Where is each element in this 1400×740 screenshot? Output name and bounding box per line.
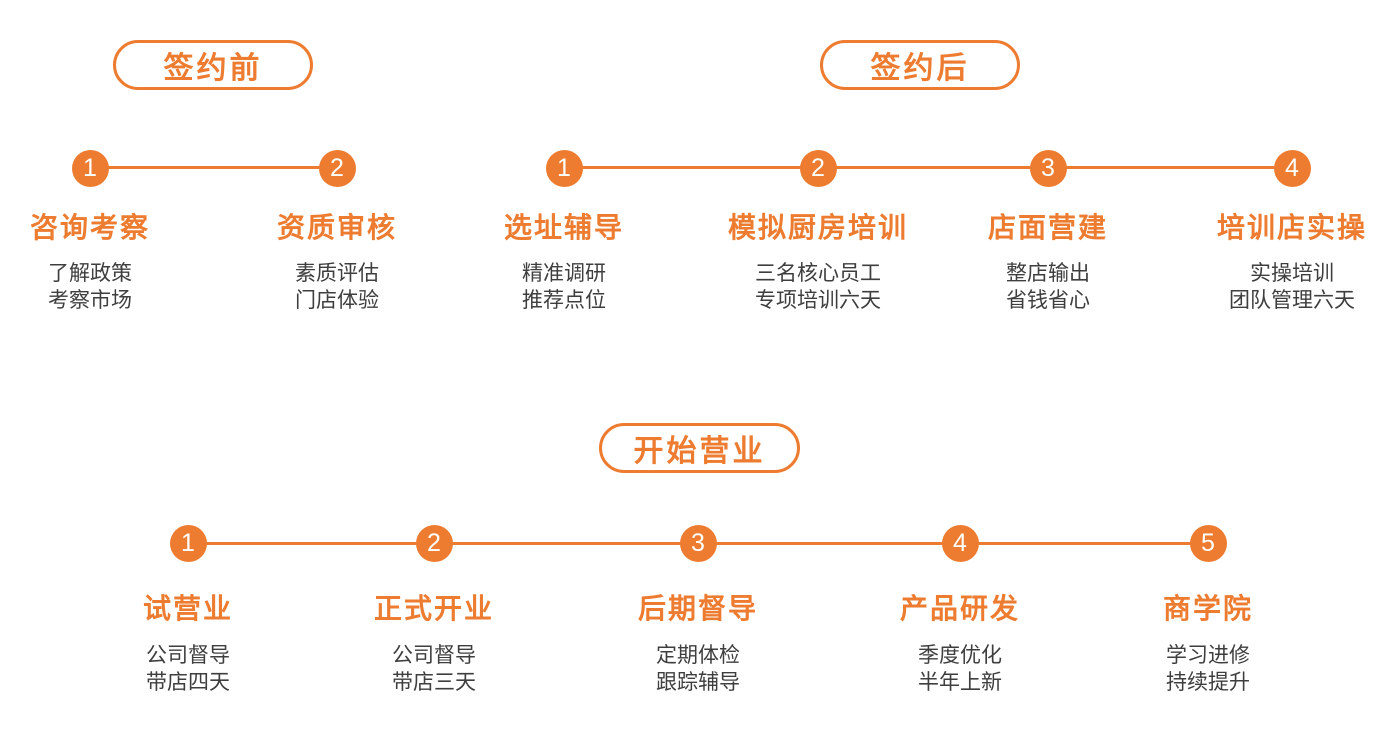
step-description-line: 半年上新	[918, 671, 1002, 694]
step-number-badge: 4	[941, 525, 979, 562]
process-step: 2 资质审核 素质评估 门店体验	[197, 150, 477, 314]
section-pill-label: 签约后	[870, 52, 970, 85]
step-number-badge: 2	[799, 150, 837, 187]
section-pill-opening: 开始营业	[599, 423, 800, 473]
step-description-line: 精准调研	[522, 262, 606, 285]
step-description: 公司督导 带店四天	[146, 642, 230, 696]
step-number-badge: 2	[318, 150, 356, 187]
process-step: 2 正式开业 公司督导 带店三天	[294, 525, 574, 696]
step-title: 试营业	[142, 593, 233, 624]
step-description-line: 定期体检	[656, 644, 740, 667]
process-step: 3 店面营建 整店输出 省钱省心	[908, 150, 1188, 314]
step-description: 精准调研 推荐点位	[522, 260, 606, 314]
step-title: 后期督导	[637, 593, 758, 624]
step-title: 咨询考察	[29, 212, 150, 243]
process-step: 2 模拟厨房培训 三名核心员工 专项培训六天	[678, 150, 958, 314]
timeline-connector-post-signing	[564, 166, 1292, 169]
step-description: 实操培训 团队管理六天	[1229, 260, 1355, 314]
step-number-badge: 2	[415, 525, 453, 562]
step-title: 正式开业	[373, 593, 494, 624]
step-description-line: 实操培训	[1250, 262, 1334, 285]
step-number-badge: 3	[679, 525, 717, 562]
process-step: 1 选址辅导 精准调研 推荐点位	[424, 150, 704, 314]
process-step: 4 培训店实操 实操培训 团队管理六天	[1152, 150, 1400, 314]
process-step: 1 试营业 公司督导 带店四天	[48, 525, 328, 696]
step-description-line: 持续提升	[1166, 671, 1250, 694]
step-number-badge: 1	[71, 150, 109, 187]
step-title: 产品研发	[899, 593, 1020, 624]
step-description-line: 季度优化	[918, 644, 1002, 667]
step-description-line: 跟踪辅导	[656, 671, 740, 694]
step-number-badge: 4	[1273, 150, 1311, 187]
process-step: 3 后期督导 定期体检 跟踪辅导	[558, 525, 838, 696]
process-step: 1 咨询考察 了解政策 考察市场	[0, 150, 230, 314]
step-description: 学习进修 持续提升	[1166, 642, 1250, 696]
step-description-line: 团队管理六天	[1229, 289, 1355, 312]
timeline-connector-pre-signing	[90, 166, 337, 169]
step-description-line: 学习进修	[1166, 644, 1250, 667]
step-description: 三名核心员工 专项培训六天	[755, 260, 881, 314]
step-description-line: 三名核心员工	[755, 262, 881, 285]
step-description-line: 整店输出	[1006, 262, 1090, 285]
section-pill-post-signing: 签约后	[820, 40, 1020, 90]
step-description: 季度优化 半年上新	[918, 642, 1002, 696]
step-description-line: 专项培训六天	[755, 289, 881, 312]
step-number-badge: 3	[1029, 150, 1067, 187]
step-title: 商学院	[1162, 593, 1253, 624]
section-pill-label: 签约前	[163, 52, 263, 85]
section-pill-label: 开始营业	[633, 435, 766, 468]
step-title: 培训店实操	[1216, 212, 1367, 243]
step-title: 资质审核	[276, 212, 397, 243]
step-description-line: 推荐点位	[522, 289, 606, 312]
step-description-line: 考察市场	[48, 289, 132, 312]
step-description: 素质评估 门店体验	[295, 260, 379, 314]
step-number-badge: 1	[545, 150, 583, 187]
step-number-badge: 5	[1189, 525, 1227, 562]
step-title: 选址辅导	[503, 212, 624, 243]
step-description: 定期体检 跟踪辅导	[656, 642, 740, 696]
step-description-line: 带店四天	[146, 671, 230, 694]
step-description: 了解政策 考察市场	[48, 260, 132, 314]
step-title: 店面营建	[987, 212, 1108, 243]
step-number-badge: 1	[169, 525, 207, 562]
step-description-line: 省钱省心	[1006, 289, 1090, 312]
step-description-line: 了解政策	[48, 262, 132, 285]
step-description-line: 公司督导	[392, 644, 476, 667]
step-description: 公司督导 带店三天	[392, 642, 476, 696]
process-step: 5 商学院 学习进修 持续提升	[1068, 525, 1348, 696]
step-title: 模拟厨房培训	[727, 212, 908, 243]
step-description-line: 带店三天	[392, 671, 476, 694]
step-description-line: 素质评估	[295, 262, 379, 285]
step-description-line: 门店体验	[295, 289, 379, 312]
step-description-line: 公司督导	[146, 644, 230, 667]
section-pill-pre-signing: 签约前	[113, 40, 313, 90]
step-description: 整店输出 省钱省心	[1006, 260, 1090, 314]
process-step: 4 产品研发 季度优化 半年上新	[820, 525, 1100, 696]
